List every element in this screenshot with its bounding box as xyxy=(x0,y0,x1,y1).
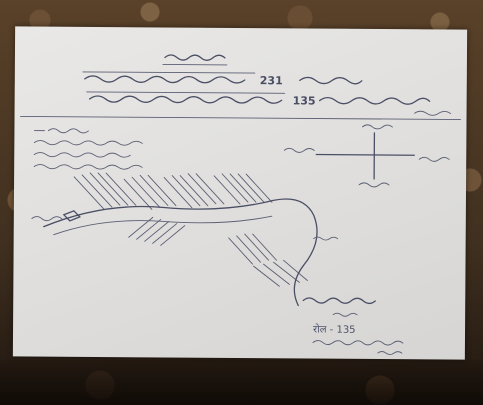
line-1-headstroke xyxy=(82,71,256,74)
heading-scribble xyxy=(164,54,226,61)
structure-label xyxy=(31,216,63,222)
handwriting-strokes: 231 135 xyxy=(20,54,461,355)
line-2-scribble xyxy=(89,95,283,104)
signature-town xyxy=(377,351,403,355)
legend-line-2 xyxy=(33,140,143,146)
legend-line-3 xyxy=(33,152,131,158)
road-curve xyxy=(43,198,318,307)
hatched-strips xyxy=(73,172,308,287)
line-2-scribble-end xyxy=(318,96,431,105)
small-structure xyxy=(62,210,81,222)
signature-class xyxy=(332,312,358,317)
signature-school xyxy=(312,340,404,346)
road-edge xyxy=(53,215,273,236)
road-label xyxy=(313,236,339,241)
roll-number: रोल - 135 xyxy=(313,324,356,336)
signature-name xyxy=(302,297,376,305)
legend-line-4 xyxy=(33,164,143,170)
bottom-shadow xyxy=(0,360,483,405)
line-2-note xyxy=(414,110,452,116)
legend-line-1 xyxy=(33,128,89,134)
number-2: 135 xyxy=(293,94,316,107)
compass-north xyxy=(362,124,393,130)
compass-horizontal xyxy=(315,153,415,156)
compass-south xyxy=(358,182,390,188)
compass-west xyxy=(283,147,315,153)
divider-line xyxy=(20,116,461,120)
handwritten-paper: 231 135 xyxy=(12,26,468,360)
line-1-scribble-end xyxy=(299,76,363,85)
line-1-scribble xyxy=(84,75,246,84)
number-1: 231 xyxy=(260,74,283,87)
compass-east xyxy=(418,156,450,162)
line-2-headstroke xyxy=(86,91,286,94)
